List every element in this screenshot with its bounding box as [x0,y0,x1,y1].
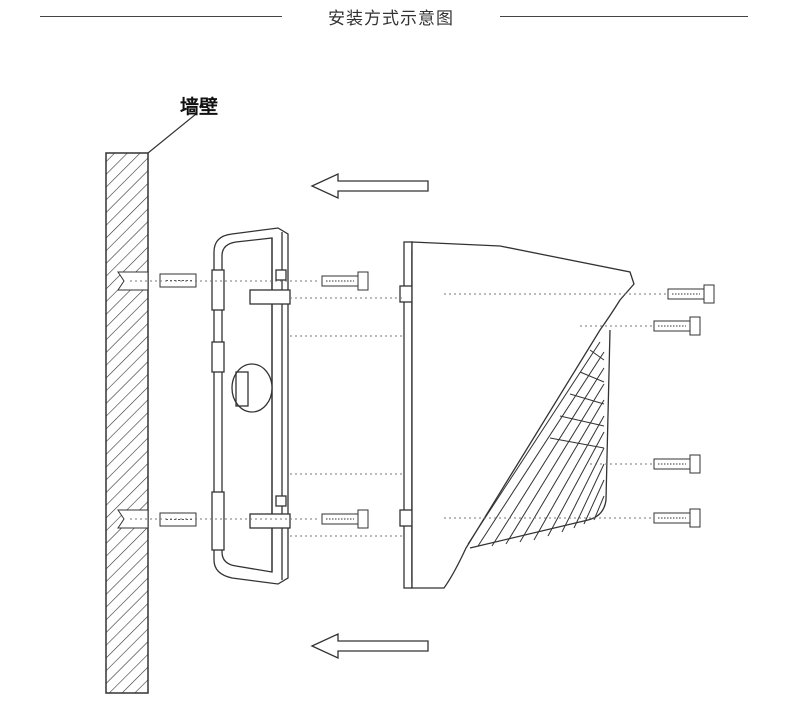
title-rule-left [40,16,282,17]
screw-icon [321,271,369,291]
screw-icon [653,508,701,528]
wall-hole-top [117,271,149,291]
arrow-left-icon [310,172,429,200]
screw-icon [653,316,701,336]
lamp-housing [411,241,635,589]
wall-label-leader [147,113,197,154]
back-mounting-box [211,227,291,585]
arrow-left-icon [310,632,429,660]
cable-gland [231,363,273,413]
title-bar: 安装方式示意图 [0,0,790,40]
title-rule-right [500,16,748,17]
screw-icon [321,509,369,529]
diagram-title: 安装方式示意图 [328,9,454,29]
cooling-fins [467,341,605,547]
alignment-lines [130,280,666,537]
wall-hole-bottom [117,509,149,529]
wall-label: 墙壁 [180,96,219,118]
wall [105,113,197,694]
screw-icon [667,284,715,304]
screw-icon [653,454,701,474]
